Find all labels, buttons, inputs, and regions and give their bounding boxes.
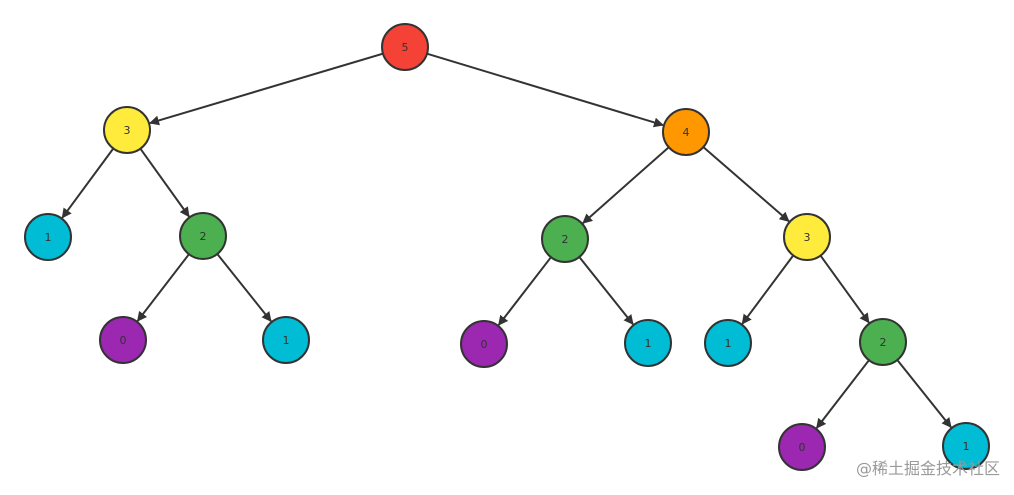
edge-n13-n15 (896, 359, 952, 428)
edges-layer (61, 52, 952, 429)
nodes-layer: 5 3 4 1 2 0 1 2 3 0 1 1 2 0 1 (24, 23, 990, 471)
node-label: 4 (683, 126, 690, 139)
edge-n2-n5 (139, 148, 190, 218)
node-circle (704, 319, 752, 367)
tree-node: 1 (262, 316, 310, 364)
node-label: 3 (124, 124, 131, 137)
node-label: 0 (120, 334, 127, 347)
node-circle (541, 215, 589, 263)
node-label: 2 (880, 336, 887, 349)
watermark-text: @稀土掘金技术社区 (855, 459, 1000, 478)
node-circle (99, 316, 147, 364)
tree-node: 1 (624, 319, 672, 367)
tree-node: 0 (460, 320, 508, 368)
node-circle (942, 422, 990, 470)
tree-node: 3 (103, 106, 151, 154)
node-circle (624, 319, 672, 367)
node-circle (24, 213, 72, 261)
node-circle (859, 318, 907, 366)
node-label: 1 (645, 337, 652, 350)
edge-n9-n13 (819, 255, 870, 324)
node-label: 0 (481, 338, 488, 351)
tree-node: 0 (99, 316, 147, 364)
tree-node: 2 (859, 318, 907, 366)
node-circle (662, 108, 710, 156)
tree-node: 0 (778, 423, 826, 471)
edge-n5-n6 (136, 253, 190, 322)
edge-n3-n8 (582, 146, 670, 224)
edge-n1-n2 (149, 52, 384, 126)
edge-n2-n4 (61, 147, 115, 219)
tree-node: 3 (783, 213, 831, 261)
node-label: 5 (402, 41, 409, 54)
node-circle (381, 23, 429, 71)
node-label: 1 (725, 337, 732, 350)
tree-node: 1 (704, 319, 752, 367)
tree-node: 1 (24, 213, 72, 261)
tree-node: 2 (541, 215, 589, 263)
tree-node: 5 (381, 23, 429, 71)
edge-n9-n12 (741, 254, 795, 325)
node-circle (103, 106, 151, 154)
edge-n1-n3 (426, 52, 664, 128)
tree-node: 4 (662, 108, 710, 156)
node-label: 1 (45, 231, 52, 244)
edge-n3-n9 (702, 146, 790, 223)
tree-node: 2 (179, 212, 227, 260)
node-label: 0 (799, 441, 806, 454)
node-label: 3 (804, 231, 811, 244)
node-label: 2 (200, 230, 207, 243)
node-circle (262, 316, 310, 364)
node-circle (460, 320, 508, 368)
tree-node: 1 (942, 422, 990, 470)
node-circle (179, 212, 227, 260)
edge-n8-n10 (497, 256, 552, 326)
node-label: 2 (562, 233, 569, 246)
node-label: 1 (963, 440, 970, 453)
edge-n8-n11 (578, 256, 634, 325)
edge-n13-n14 (815, 359, 870, 429)
edge-n5-n7 (216, 253, 272, 322)
node-circle (783, 213, 831, 261)
node-circle (778, 423, 826, 471)
node-label: 1 (283, 334, 290, 347)
